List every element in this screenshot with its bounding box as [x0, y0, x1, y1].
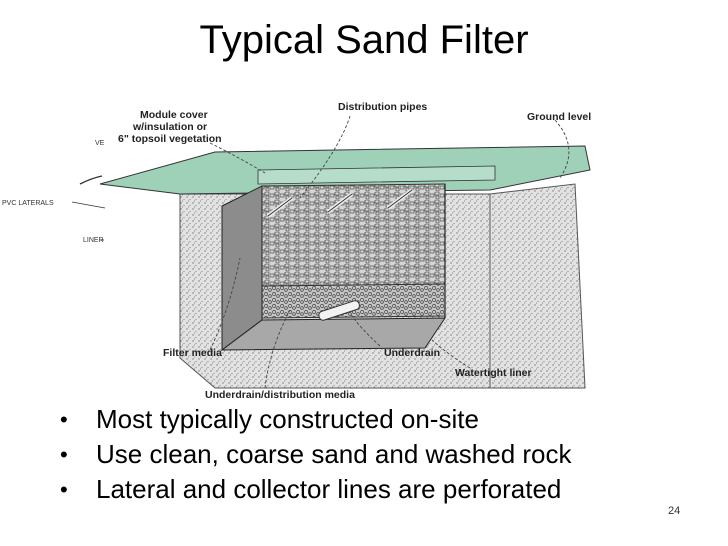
module-cover [257, 165, 496, 185]
slide-title: Typical Sand Filter [199, 18, 529, 62]
bullet-text: Lateral and collector lines are perforat… [96, 474, 562, 504]
leader-distribution-pipes [299, 115, 351, 199]
label-pvc-laterals: PVC LATERALS [2, 200, 54, 207]
leader-module-cover [209, 142, 266, 174]
label-module-cover-1: Module cover [140, 109, 208, 121]
leader-underdrain-media [264, 309, 291, 389]
bullet-text: Most typically constructed on-site [96, 404, 479, 434]
bullet-dot-icon: • [60, 477, 68, 502]
label-module-cover-2: w/insulation or [132, 121, 207, 133]
distribution-pipes [266, 188, 414, 218]
soil-block-side [489, 183, 586, 389]
bullet-item: • Lateral and collector lines are perfora… [60, 472, 728, 507]
label-liner: LINER [83, 237, 104, 244]
label-ground-level: Ground level [527, 111, 591, 123]
vent-pipe [79, 175, 103, 185]
bullet-item: • Use clean, coarse sand and washed rock [60, 437, 728, 472]
label-underdrain-distribution-media: Underdrain/distribution media [205, 389, 355, 401]
label-filter-media: Filter media [163, 347, 222, 359]
bullet-dot-icon: • [60, 407, 68, 432]
leader-ground-level [554, 119, 570, 179]
leader-underdrain [349, 312, 381, 347]
label-underdrain: Underdrain [384, 347, 440, 359]
underdrain-pipe [318, 300, 360, 321]
pvc-laterals-leader [71, 201, 106, 209]
bullet-list: • Most typically constructed on-site • Use… [60, 402, 728, 507]
label-watertight-liner: Watertight liner [455, 367, 532, 379]
leader-filter-media [209, 257, 241, 351]
page-number: 24 [668, 505, 681, 517]
label-distribution-pipes: Distribution pipes [338, 101, 427, 113]
bullet-item: • Most typically constructed on-site [60, 402, 728, 437]
label-vent: VE [95, 140, 105, 147]
sand-filter-diagram: Module cover w/insulation or 6" topsoil … [2, 101, 591, 401]
bullet-dot-icon: • [60, 442, 68, 467]
bullet-text: Use clean, coarse sand and washed rock [96, 439, 572, 469]
label-module-cover-3: 6" topsoil vegetation [118, 133, 222, 145]
